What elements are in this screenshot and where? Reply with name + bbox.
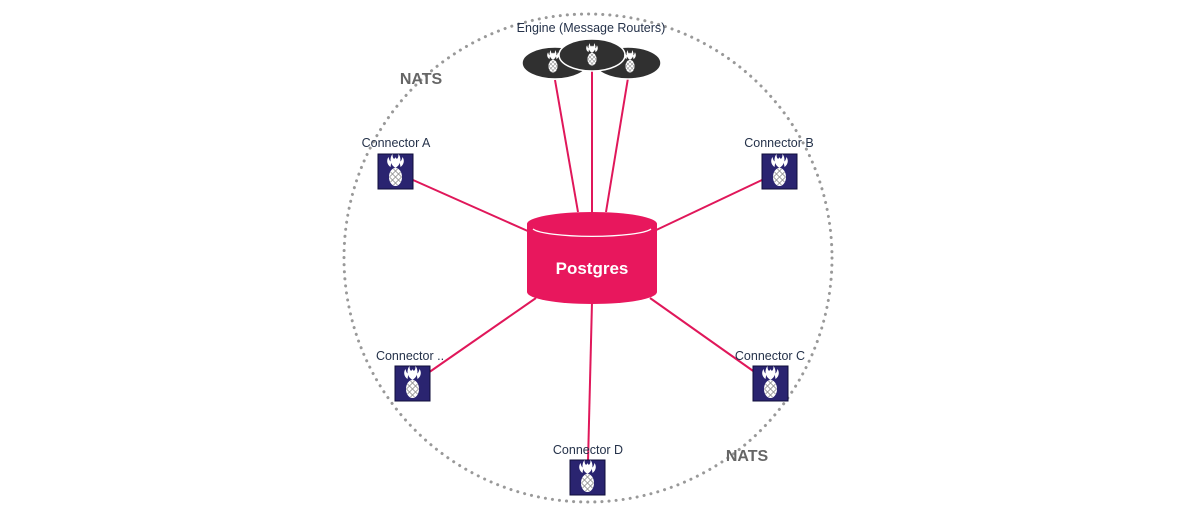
- connector-c: Connector C: [735, 349, 805, 402]
- connector-d: Connector D: [553, 443, 623, 496]
- connector-b: Connector B: [744, 136, 814, 190]
- nats-label-bottom: NATS: [726, 448, 769, 465]
- line-router-3: [605, 77, 629, 213]
- connector-etc-label: Connector ..: [376, 349, 444, 363]
- nats-label-top: NATS: [400, 71, 443, 88]
- line-router-1: [554, 79, 579, 213]
- line-connector-b: [651, 179, 763, 233]
- line-connector-d: [587, 301, 593, 463]
- connector-a: Connector A: [362, 136, 431, 190]
- connector-etc: Connector ..: [376, 349, 444, 402]
- line-connector-a: [412, 179, 531, 233]
- line-connector-etc: [427, 297, 537, 374]
- connector-a-label: Connector A: [362, 136, 431, 150]
- nats-bus-ring: [342, 12, 834, 504]
- postgres-database: Postgres: [527, 212, 657, 304]
- postgres-label: Postgres: [556, 259, 629, 278]
- connector-d-label: Connector D: [553, 443, 623, 457]
- connector-c-label: Connector C: [735, 349, 805, 363]
- engine-title: Engine (Message Routers): [517, 21, 666, 35]
- connection-lines: [412, 68, 763, 463]
- connector-b-label: Connector B: [744, 136, 813, 150]
- line-connector-c: [649, 297, 757, 374]
- engine-message-routers: Engine (Message Routers): [517, 21, 666, 80]
